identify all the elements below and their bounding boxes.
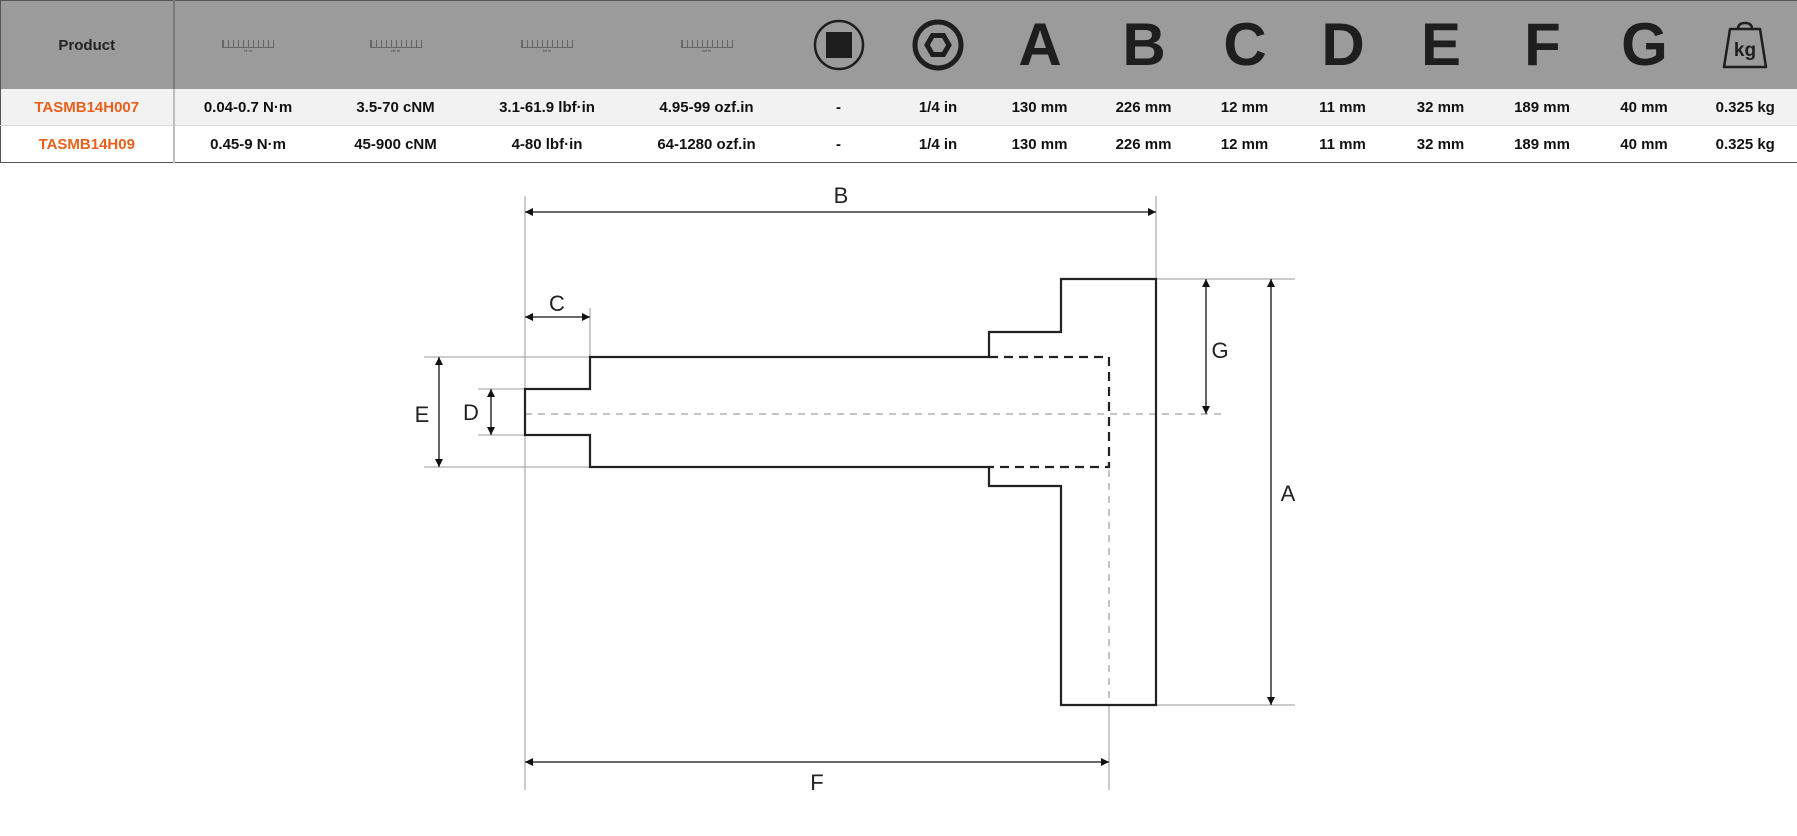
dim-label-f: F [810,770,823,795]
cell-lbfin: 4-80 lbf·in [469,125,625,163]
dim-label-g: G [1211,338,1228,363]
cell-e: 32 mm [1391,125,1490,163]
cell-a: 130 mm [987,125,1092,163]
cell-weight: 0.325 kg [1693,89,1797,126]
cnm-header: cN·m [321,0,470,89]
cell-weight: 0.325 kg [1693,125,1797,163]
b-header: B [1091,0,1196,89]
nm-header: N·m [173,0,322,89]
g-header: G [1594,0,1694,89]
cell-nm: 0.45-9 N·m [173,125,322,163]
d-header: D [1293,0,1392,89]
cell-ozfin: 64-1280 ozf.in [624,125,789,163]
a-header: A [987,0,1092,89]
dim-label-c: C [549,291,565,316]
cell-b: 226 mm [1091,125,1196,163]
f-header: F [1489,0,1595,89]
center-lines [525,413,1222,705]
ozfin-header: ozf·in [624,0,789,89]
cell-f: 189 mm [1489,89,1595,126]
cell-g: 40 mm [1594,89,1694,126]
product-link[interactable]: TASMB14H09 [0,125,175,163]
cell-square: - [788,89,889,126]
cell-lbfin: 3.1-61.9 lbf·in [469,89,625,126]
ruler-cnm-icon: cN·m [369,34,422,56]
cell-f: 189 mm [1489,125,1595,163]
cell-c: 12 mm [1195,125,1294,163]
cell-hex: 1/4 in [888,89,988,126]
cell-c: 12 mm [1195,89,1294,126]
cell-g: 40 mm [1594,125,1694,163]
hex-drive-icon [912,19,964,71]
ruler-nm-icon: N·m [222,34,274,56]
weight-header: kg [1693,0,1797,89]
product-link[interactable]: TASMB14H007 [0,89,175,126]
svg-text:kg: kg [1734,40,1756,61]
extension-lines [424,196,1295,790]
e-header: E [1391,0,1490,89]
cell-b: 226 mm [1091,89,1196,126]
ruler-ozfin-icon: ozf·in [680,34,733,56]
table-row: TASMB14H09 0.45-9 N·m 45-900 cNM 4-80 lb… [0,125,1797,163]
cell-cnm: 3.5-70 cNM [321,89,470,126]
dim-label-e: E [415,402,430,427]
hex-header [888,0,988,89]
dimension-lines [435,208,1275,766]
dim-label-a: A [1281,481,1296,506]
tool-outline [523,277,1158,707]
spec-table: Product N·m cN·m lbf·in ozf·in [0,0,1797,163]
cell-cnm: 45-900 cNM [321,125,470,163]
hidden-shaft-outline [989,355,1111,469]
dim-label-d: D [463,400,479,425]
cell-nm: 0.04-0.7 N·m [173,89,322,126]
cell-a: 130 mm [987,89,1092,126]
cell-hex: 1/4 in [888,125,988,163]
weight-icon: kg [1723,21,1768,69]
ruler-lbfin-icon: lbf·in [521,34,573,56]
c-header: C [1195,0,1294,89]
product-header: Product [0,0,175,89]
square-header [788,0,889,89]
cell-d: 11 mm [1293,89,1392,126]
cell-square: - [788,125,889,163]
cell-d: 11 mm [1293,125,1392,163]
cell-e: 32 mm [1391,89,1490,126]
lbfin-header: lbf·in [469,0,625,89]
square-drive-icon [813,19,864,71]
header-row: Product N·m cN·m lbf·in ozf·in [0,0,1797,89]
dimension-diagram: B C E D G A F [415,183,1296,795]
table-row: TASMB14H007 0.04-0.7 N·m 3.5-70 cNM 3.1-… [0,89,1797,126]
cell-ozfin: 4.95-99 ozf.in [624,89,789,126]
dim-label-b: B [834,183,849,208]
